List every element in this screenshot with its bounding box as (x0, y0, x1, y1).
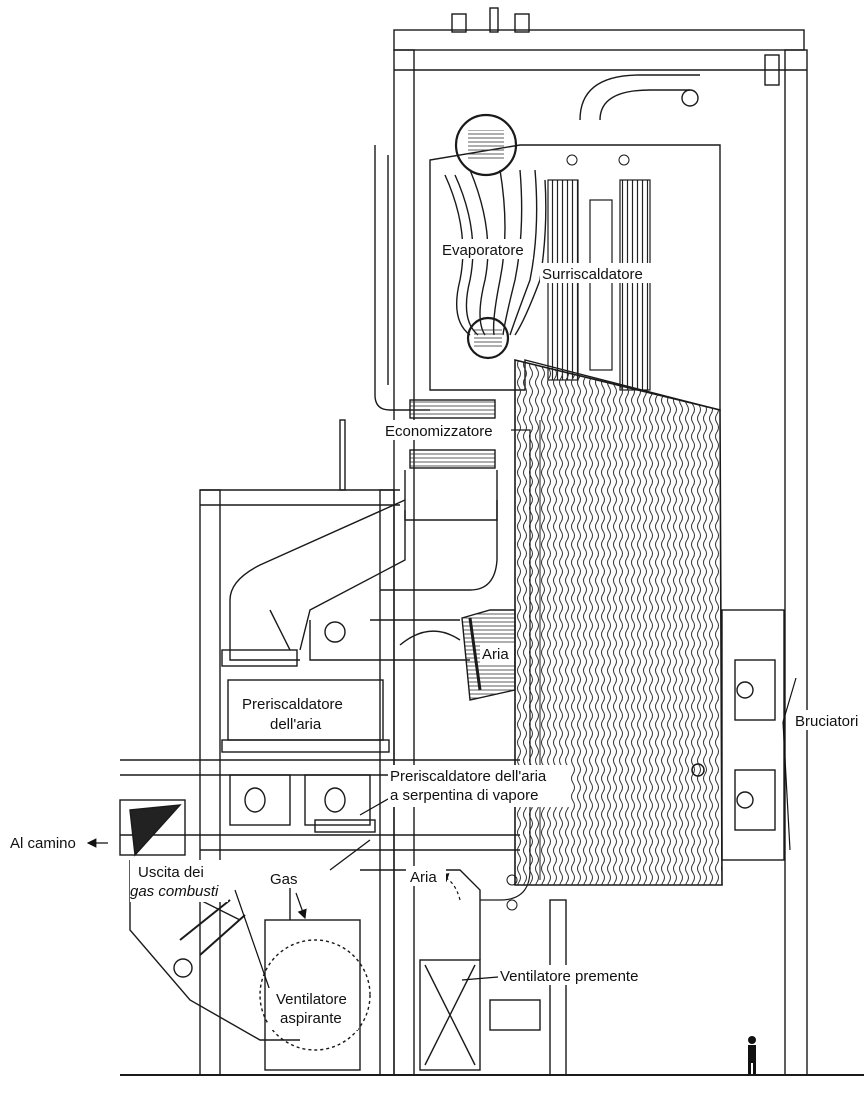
serpentina-bg (388, 765, 570, 807)
surriscaldatore-label: Surriscaldatore (542, 266, 643, 283)
bruciatori-bg (793, 710, 864, 730)
burner-box (721, 609, 785, 861)
gas-arrow (295, 892, 307, 920)
uscita-label-line1: Uscita dei (138, 864, 204, 881)
ventilatore-aspirante-line1: Ventilatore (276, 991, 347, 1008)
ventilatore-aspirante-line2: aspirante (280, 1010, 342, 1027)
serpentina-label-line1: Preriscaldatore dell'aria (390, 768, 547, 785)
evaporatore-label: Evaporatore (442, 242, 524, 259)
bruciatori-label: Bruciatori (795, 713, 858, 730)
gas-label: Gas (270, 871, 298, 888)
aria-lower-bg (406, 866, 446, 886)
preriscaldatore-label-line2: dell'aria (270, 716, 322, 733)
surriscaldatore-bg (540, 263, 655, 283)
economizzatore-label: Economizzatore (385, 423, 493, 440)
evaporatore-bg (440, 239, 533, 259)
serpentina-label-line2: a serpentina di vapore (390, 787, 538, 804)
aria-lower-label: Aria (410, 869, 437, 886)
aria-upper-label: Aria (482, 646, 509, 663)
uscita-pointer (234, 889, 276, 1006)
bruciatori-pointer-bottom (782, 721, 791, 851)
economizer (404, 399, 498, 521)
ventilatore-premente-pointer (461, 976, 499, 981)
economizzatore-bg (383, 420, 511, 440)
uscita-label-line2: gas combusti (130, 883, 219, 900)
bruciatori-pointer-top (782, 677, 797, 723)
furnace (480, 358, 723, 911)
ventilatore-premente-bg (498, 965, 663, 985)
uscita-bg (130, 860, 228, 902)
text-labels: Evaporatore Surriscaldatore Economizzato… (10, 239, 864, 1030)
gas-bg (268, 868, 304, 888)
preriscaldatore-label-line1: Preriscaldatore (242, 696, 343, 713)
aria-upper-bg (480, 643, 514, 663)
ventilatore-aspirante-bg (268, 988, 358, 1030)
human-figure (748, 1036, 756, 1074)
preriscaldatore-bg (232, 692, 378, 734)
ventilatore-premente-label: Ventilatore premente (500, 968, 638, 985)
structural-frame (120, 7, 864, 1076)
al-camino-label: Al camino (10, 835, 76, 852)
